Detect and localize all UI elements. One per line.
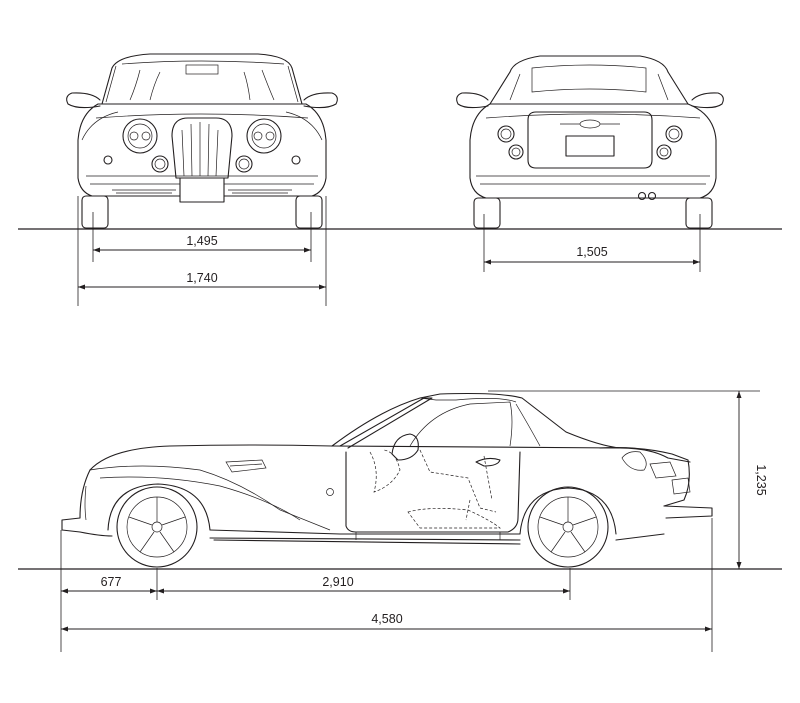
front-track-label: 1,495 [186,234,217,248]
rear-track-dimension: 1,505 [484,245,700,265]
front-view [66,53,338,229]
overall-height-dimension: 1,235 [736,391,768,569]
overall-length-label: 4,580 [371,612,402,626]
wheelbase-label: 2,910 [322,575,353,589]
side-view [61,392,713,568]
front-track-dimension: 1,495 [93,234,311,253]
overall-length-dimension: 4,580 [61,612,712,632]
overall-width-label: 1,740 [186,271,217,285]
overall-height-label: 1,235 [754,464,768,495]
front-overhang-label: 677 [101,575,122,589]
rear-track-label: 1,505 [576,245,607,259]
overall-width-dimension: 1,740 [78,271,326,290]
wheelbase-dimension: 2,910 [157,575,570,594]
rear-view [456,55,724,229]
front-overhang-dimension: 677 [61,575,157,594]
